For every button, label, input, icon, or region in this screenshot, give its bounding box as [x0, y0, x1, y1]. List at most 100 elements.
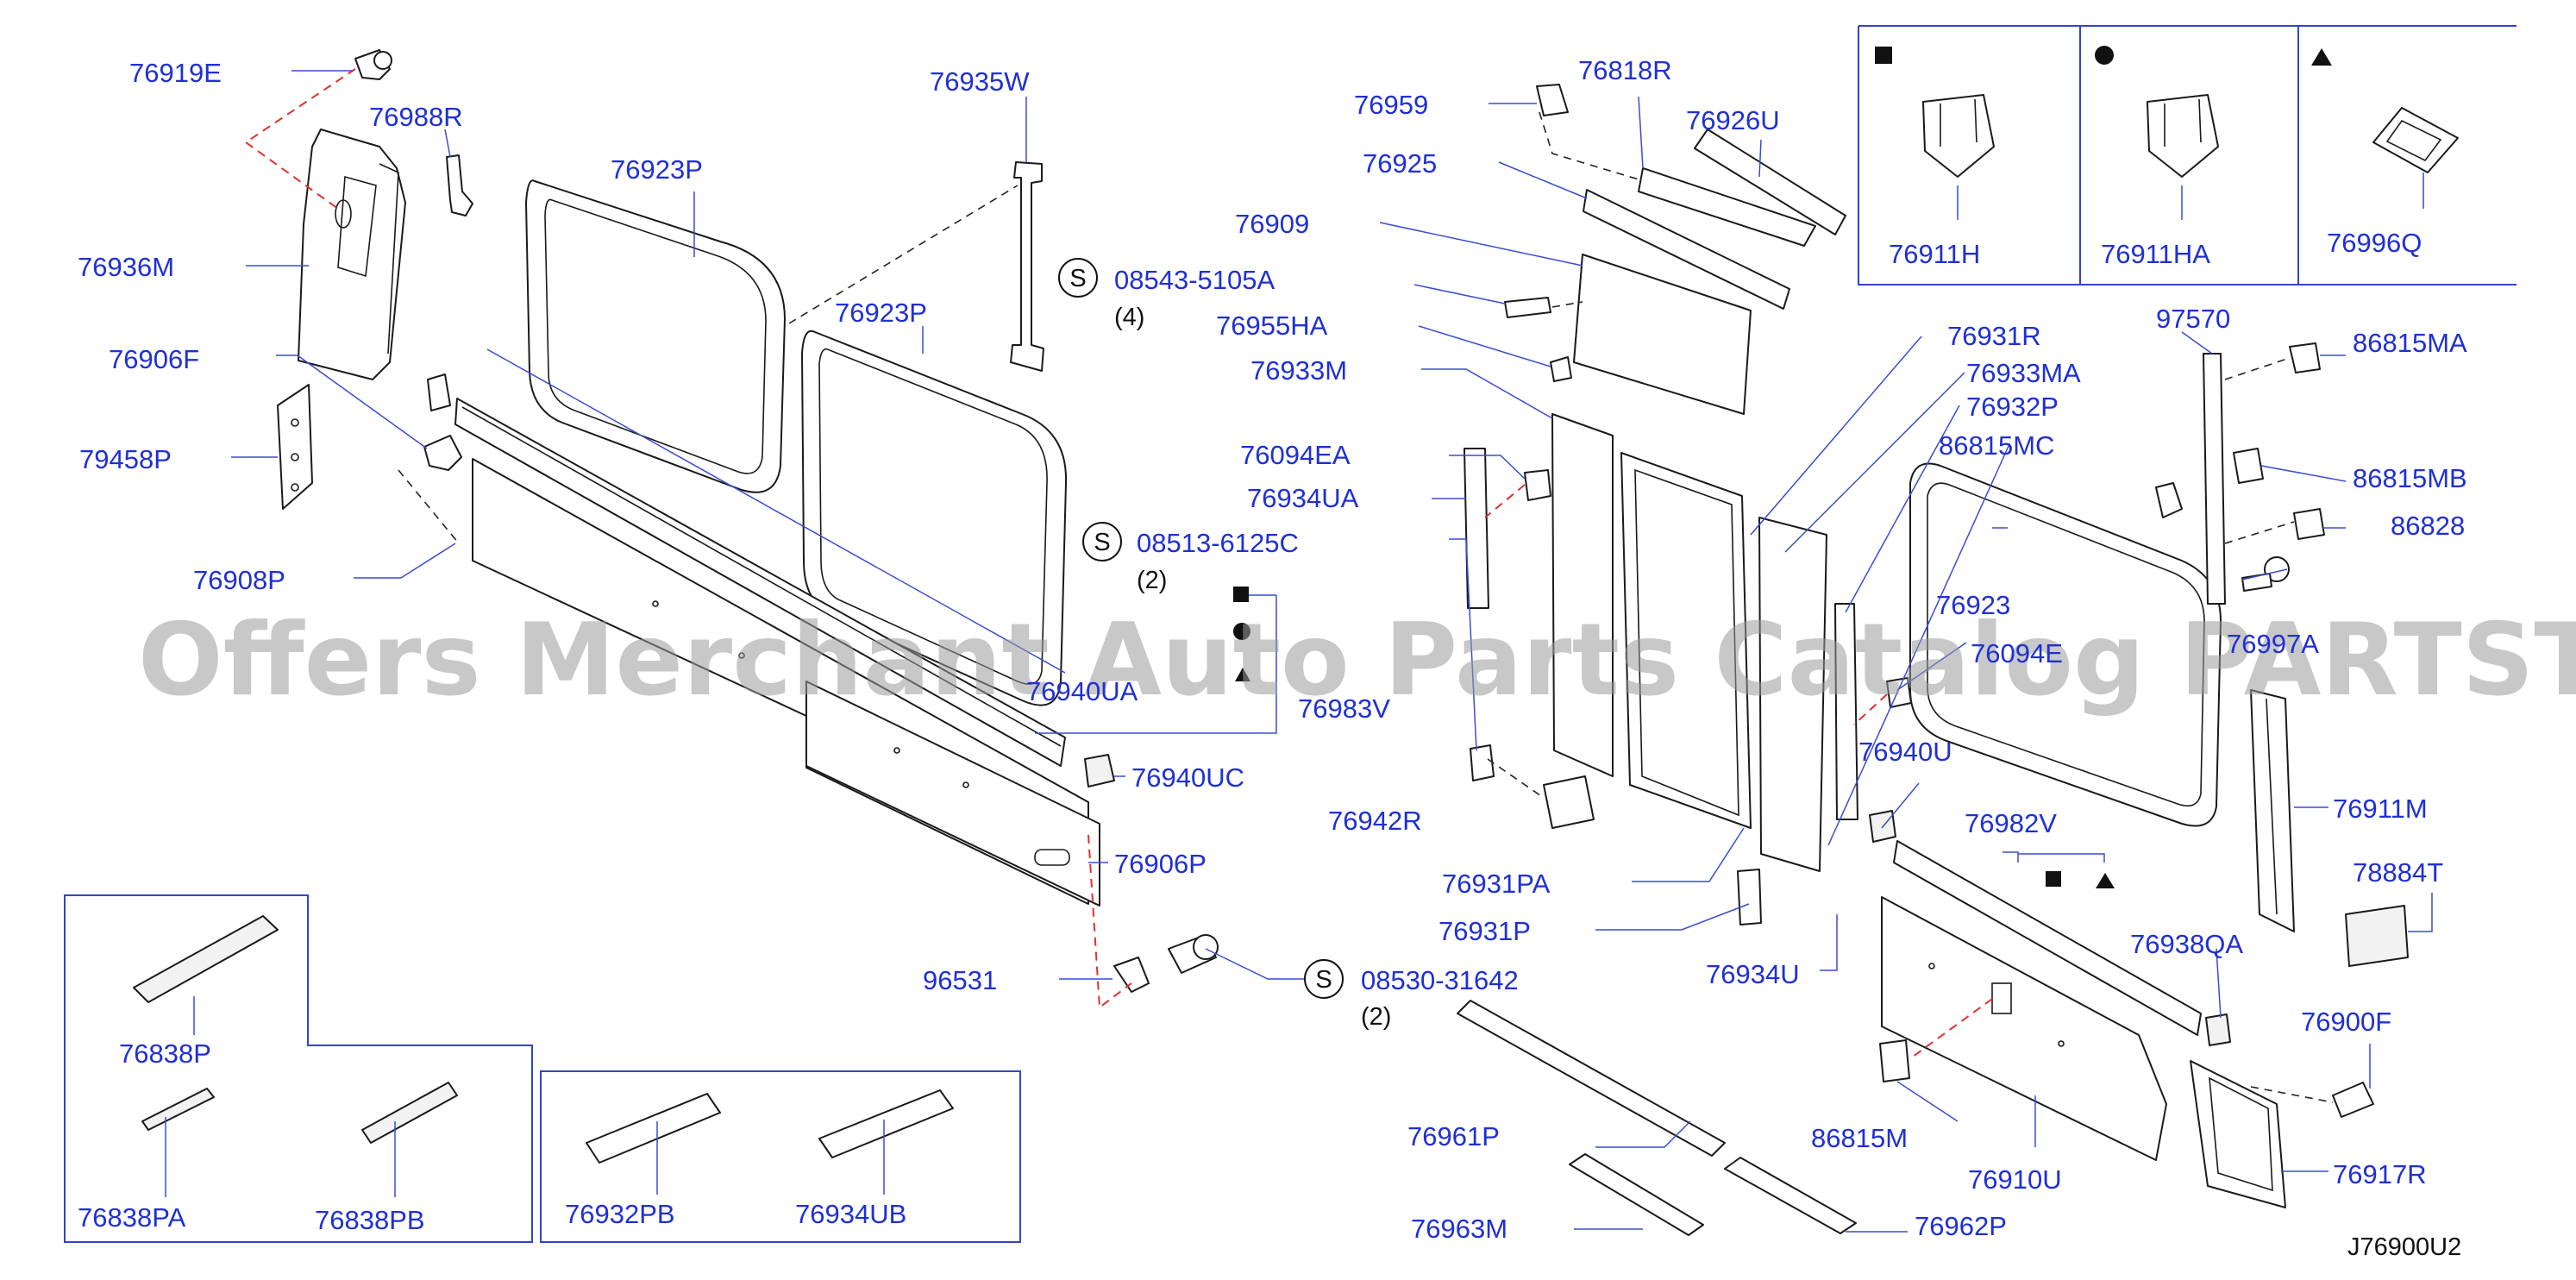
label-76906F: 76906F	[109, 344, 199, 374]
part-bolt	[1504, 297, 1551, 318]
inset-box-76838	[64, 894, 533, 1243]
part-76982V-rail	[1893, 840, 2202, 1036]
label-76996Q: 76996Q	[2327, 228, 2422, 258]
part-76959-clip	[1536, 84, 1569, 116]
part-97570-rod	[2155, 353, 2226, 605]
part-76962P-strip	[1724, 1157, 1857, 1234]
label-76923P-b: 76923P	[835, 298, 927, 328]
part-76931P-seal	[1737, 869, 1762, 925]
label-96531: 96531	[923, 965, 997, 995]
part-76940-clip	[427, 373, 451, 411]
part-76923P-window-upper	[525, 179, 786, 493]
label-76963M: 76963M	[1411, 1214, 1507, 1244]
part-79458P-bracket	[277, 384, 313, 510]
part-76961P-strip	[1457, 1000, 1726, 1157]
label-79458P: 79458P	[79, 444, 172, 474]
label-86815MC: 86815MC	[1939, 430, 2054, 461]
part-76934U-bracket	[1834, 603, 1912, 820]
screw-symbol-08513: S	[1082, 522, 1122, 562]
part-78884T-pad	[2345, 905, 2409, 967]
label-76900F: 76900F	[2301, 1007, 2391, 1037]
part-86815MA-clip	[2289, 342, 2321, 373]
label-76940UA: 76940UA	[1026, 676, 1138, 706]
label-76955HA: 76955HA	[1216, 311, 1328, 341]
label-76988R: 76988R	[369, 102, 463, 132]
label-76935W: 76935W	[930, 66, 1030, 97]
part-76923-window	[1909, 462, 2222, 827]
label-76982V: 76982V	[1965, 808, 2057, 838]
label-76910U: 76910U	[1968, 1164, 2062, 1195]
label-76917R: 76917R	[2333, 1159, 2427, 1189]
part-76942R-bracket	[1470, 744, 1595, 829]
label-76938QA: 76938QA	[2130, 929, 2243, 959]
label-76931P: 76931P	[1438, 916, 1531, 946]
label-08530-31642: 08530-31642	[1361, 965, 1519, 995]
label-76932P: 76932P	[1966, 392, 2059, 422]
screw-symbol-text: S	[1315, 966, 1332, 994]
label-76962P: 76962P	[1915, 1211, 2007, 1241]
part-76935W-strip	[1010, 161, 1044, 372]
part-76094EA-bracket	[1463, 448, 1551, 609]
part-76911HA-clip	[2147, 94, 2219, 178]
part-76900F-clip	[2332, 1082, 2374, 1118]
part-76940UC-block	[1084, 754, 1115, 787]
screw-symbol-text: S	[1094, 529, 1110, 556]
screw-symbol-08530: S	[1304, 959, 1344, 999]
part-76933M-panel	[1551, 413, 1614, 777]
label-76909: 76909	[1235, 209, 1309, 239]
part-76963M-strip	[1569, 1153, 1704, 1236]
part-76931R-seal	[1620, 452, 1752, 829]
label-76919E: 76919E	[129, 58, 222, 88]
part-76926U-trim	[1694, 129, 1846, 235]
label-76936M: 76936M	[78, 252, 174, 282]
part-76911H-clip	[1922, 94, 1995, 178]
part-76906P-panel	[472, 458, 1100, 907]
label-76997A: 76997A	[2227, 629, 2319, 659]
fastener-legend	[1858, 25, 2516, 285]
label-08513-6125C: 08513-6125C	[1137, 528, 1299, 558]
label-76926U: 76926U	[1686, 105, 1780, 135]
label-78884T: 78884T	[2353, 857, 2443, 888]
inset-box-76932PB	[540, 1070, 1021, 1243]
label-76942R: 76942R	[1328, 806, 1422, 836]
label-76940U: 76940U	[1858, 737, 1952, 767]
part-76936M-pillar-trim	[298, 129, 406, 380]
screw-symbol-08543: S	[1058, 258, 1098, 298]
label-76838P: 76838P	[119, 1038, 211, 1069]
part-76911M-pillar	[2250, 689, 2295, 932]
label-76931R: 76931R	[1947, 321, 2041, 351]
label-76923: 76923	[1936, 590, 2010, 620]
guide-lines	[244, 68, 2334, 1103]
part-76917R-cover	[2190, 1060, 2286, 1208]
part-76923P-window-lower	[801, 329, 1068, 706]
part-76933MA-panel	[1758, 517, 1827, 872]
part-86815MB-clip	[2233, 448, 2264, 484]
label-76838PA: 76838PA	[78, 1202, 186, 1233]
label-76911HA: 76911HA	[2101, 239, 2210, 269]
label-76925: 76925	[1363, 148, 1437, 179]
part-76908P-rail	[454, 398, 1066, 767]
watermark: Offers Merchant Auto Parts Catalog PARTS…	[138, 602, 2576, 718]
label-76818R: 76818R	[1578, 55, 1672, 85]
part-76988R-bracket	[446, 154, 473, 216]
label-76961P: 76961P	[1407, 1121, 1500, 1151]
part-76997A-screw	[2241, 556, 2290, 592]
label-86828: 86828	[2391, 511, 2465, 541]
label-76933MA: 76933MA	[1966, 358, 2081, 388]
part-76938QA-block	[2205, 1013, 2231, 1046]
screw-symbol-text: S	[1069, 265, 1086, 292]
part-86815M-clip	[1879, 1039, 1910, 1082]
label-76940UC: 76940UC	[1131, 762, 1244, 793]
label-76959: 76959	[1354, 90, 1428, 120]
leader-lines	[165, 70, 2433, 1233]
label-86815M: 86815M	[1811, 1123, 1908, 1153]
label-76934U: 76934U	[1706, 959, 1800, 989]
part-76955HA-clip	[1550, 356, 1572, 382]
part-76906F-clip	[423, 435, 462, 471]
label-08513-qty: (2)	[1137, 567, 1167, 594]
label-76983V: 76983V	[1298, 693, 1390, 724]
part-76925-strip	[1583, 189, 1790, 310]
label-76906P: 76906P	[1114, 849, 1207, 879]
label-86815MA: 86815MA	[2353, 328, 2467, 358]
